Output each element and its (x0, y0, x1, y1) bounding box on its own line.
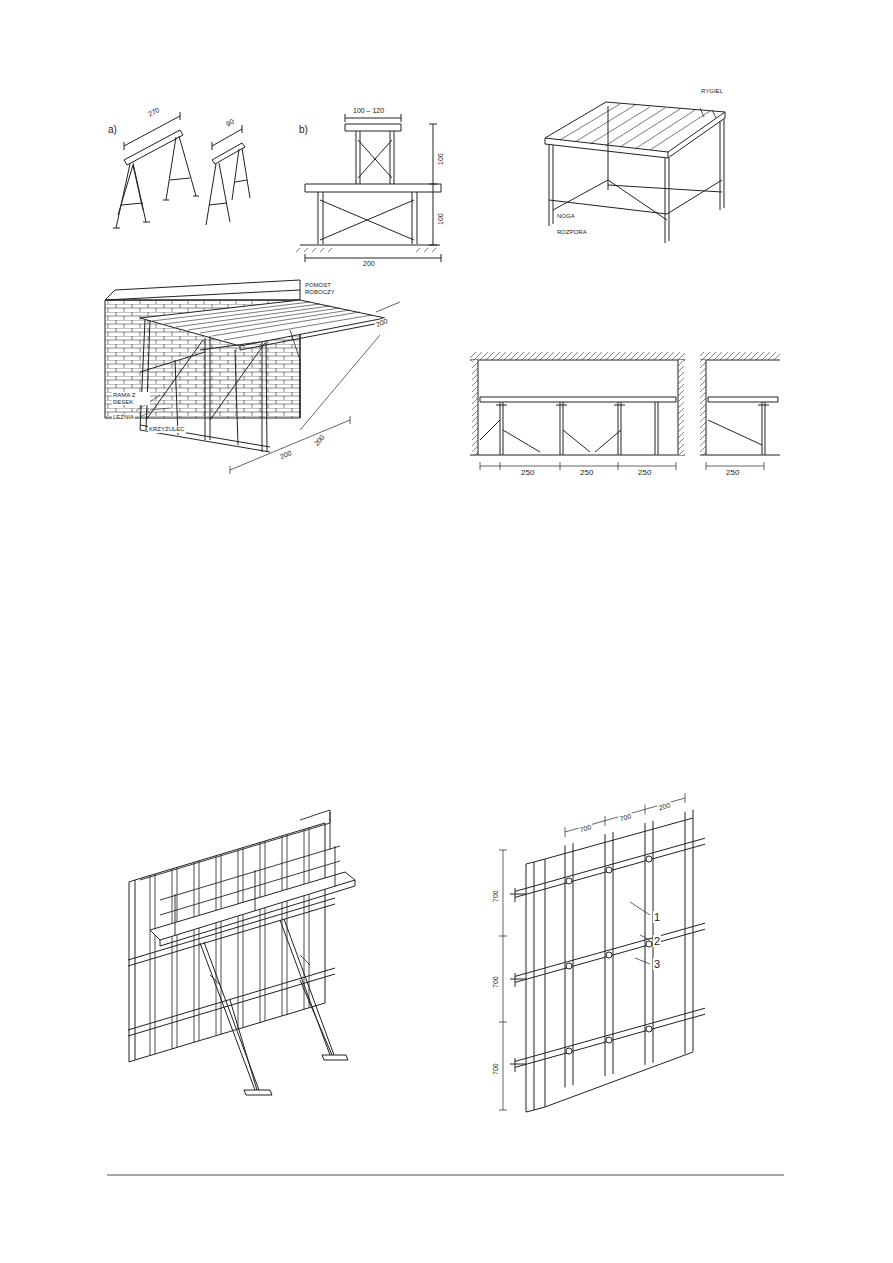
dimension: 700 (492, 1062, 500, 1076)
dimension: 100 (437, 152, 445, 166)
part-name: RAMA Z DESEK (112, 392, 150, 405)
slab-shoring (470, 352, 780, 470)
stacked-trestles (296, 114, 441, 262)
dimension: 200 (278, 449, 294, 461)
dimension: 90 (224, 117, 236, 129)
dimension: 700 (492, 889, 500, 903)
climbing-formwork (128, 810, 355, 1095)
dimension: 270 (146, 106, 162, 119)
dimension: 700 (618, 812, 633, 823)
wall-bracket-scaffold (105, 280, 400, 474)
dimension: 200 (362, 260, 376, 268)
callout-number: 1 (653, 911, 661, 923)
part-name: RYGIEL (700, 88, 724, 95)
footer-rule (107, 1175, 784, 1176)
figure-letter: b) (298, 124, 309, 135)
callout-number: 3 (653, 958, 661, 970)
part-name: KRZYŻULEC (148, 426, 186, 433)
dimension: 250 (520, 469, 535, 478)
dimension: 100 – 120 (352, 107, 385, 115)
dimension: 200 (657, 801, 672, 812)
part-name: NOGA (556, 213, 576, 220)
trestle-large (113, 112, 199, 228)
part-name: POMOST ROBOCZY (304, 282, 348, 295)
part-name: ROZPORA (556, 229, 588, 236)
dimension: 100 (437, 212, 445, 226)
trestle-small (206, 125, 250, 225)
callout-number: 2 (653, 935, 661, 947)
figure-letter: a) (107, 124, 118, 135)
part-name: LEŻNIA (112, 414, 135, 421)
table-scaffold (545, 102, 725, 243)
dimension: 700 (492, 975, 500, 989)
dimension: 250 (579, 469, 594, 478)
dimension: 250 (725, 469, 740, 478)
wall-formwork-panel (499, 793, 705, 1112)
dimension: 250 (637, 469, 652, 478)
dimension: 700 (578, 823, 593, 834)
